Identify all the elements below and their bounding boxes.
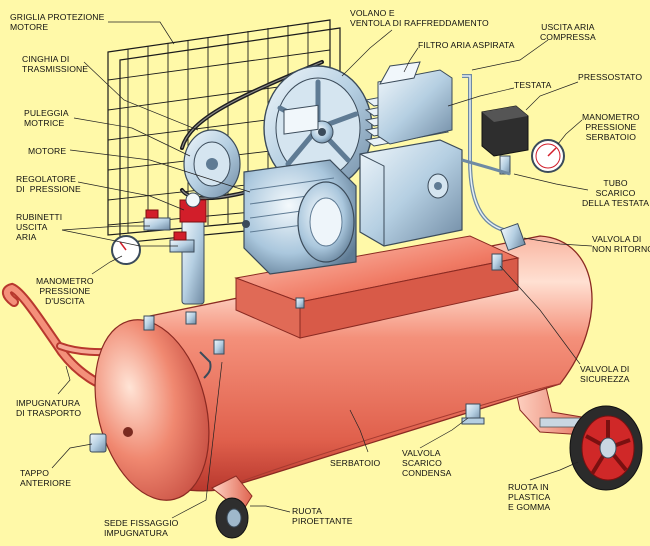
label-tank: SERBATOIO: [330, 458, 381, 468]
drive-pulley: [183, 129, 241, 199]
label-pressure-switch: PRESSOSTATO: [578, 72, 643, 82]
tank-pressure-gauge-icon: [531, 139, 565, 173]
label-transport-handle: IMPUGNATURA DI TRASPORTO: [16, 398, 82, 418]
label-outlet-gauge: MANOMETRO PRESSIONE D'USCITA: [36, 276, 94, 306]
electric-motor: [242, 104, 357, 275]
pressure-switch: [481, 105, 529, 175]
label-motor: MOTORE: [28, 146, 67, 156]
label-flywheel: VOLANO E VENTOLA DI RAFFREDDAMENTO: [350, 8, 489, 28]
label-plastic-wheel: RUOTA IN PLASTICA E GOMMA: [508, 482, 551, 512]
front-plug-hole: [123, 427, 133, 437]
label-front-plug: TAPPO ANTERIORE: [20, 468, 72, 488]
label-drive-belt: CINGHIA DI TRASMISSIONE: [22, 54, 89, 74]
label-outlet-taps: RUBINETTI USCITA ARIA: [16, 212, 63, 242]
plastic-rubber-wheel-icon: [569, 405, 643, 491]
outlet-pressure-gauge-icon: [111, 235, 141, 265]
condensate-drain-valve: [461, 403, 485, 425]
label-head-discharge-tube: TUBO SCARICO DELLA TESTATA: [582, 178, 650, 208]
label-non-return-valve: VALVOLA DI NON RITORNO: [592, 234, 650, 254]
label-tank-gauge: MANOMETRO PRESSIONE SERBATOIO: [582, 112, 640, 142]
compressor-head: [359, 61, 463, 247]
tank-bolts: [143, 297, 305, 355]
outlet-taps: [143, 209, 195, 253]
valve-knob-icon: [145, 209, 159, 219]
label-cylinder-head: TESTATA: [514, 80, 552, 90]
label-pressure-regulator: REGOLATORE DI PRESSIONE: [16, 174, 81, 194]
non-return-valve: [500, 222, 526, 252]
label-air-filter: FILTRO ARIA ASPIRATA: [418, 40, 515, 50]
label-safety-valve: VALVOLA DI SICUREZZA: [580, 364, 630, 384]
label-drive-pulley: PULEGGIA MOTRICE: [24, 108, 69, 128]
label-condensate-valve: VALVOLA SCARICO CONDENSA: [402, 448, 452, 478]
label-motor-guard: GRIGLIA PROTEZIONE MOTORE: [10, 12, 105, 32]
safety-valve: [491, 253, 503, 271]
handle-seat: [199, 351, 212, 379]
head-discharge-tube: [461, 158, 511, 176]
label-compressed-air-outlet: USCITA ARIA COMPRESSA: [540, 22, 596, 42]
label-caster-wheel: RUOTA PIROETTANTE: [292, 506, 353, 526]
label-handle-seat: SEDE FISSAGGIO IMPUGNATURA: [104, 518, 179, 538]
leader-lines: [51, 21, 593, 519]
caster-wheel-icon: [211, 475, 253, 539]
front-plug: [89, 433, 107, 453]
